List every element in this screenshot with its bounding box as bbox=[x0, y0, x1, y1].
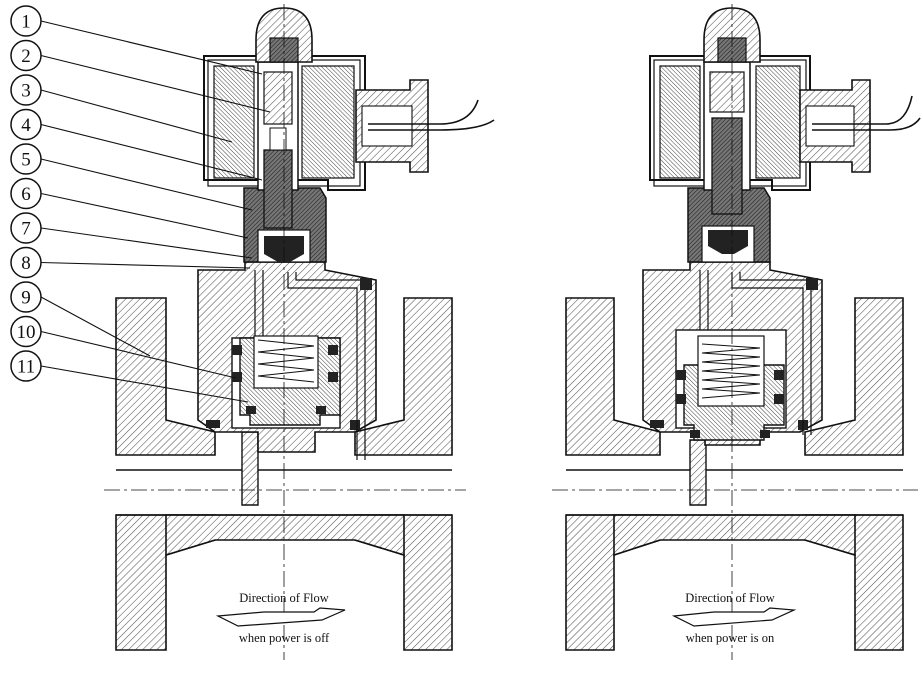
callout-number-7: 7 bbox=[21, 219, 31, 240]
callout-circle-11 bbox=[10, 350, 42, 382]
callout-number-6: 6 bbox=[21, 184, 31, 205]
callout-number-4: 4 bbox=[21, 115, 31, 136]
valve-power-off: Direction of Flow when power is off bbox=[104, 4, 495, 660]
callout-leader-7 bbox=[40, 227, 253, 259]
callout-circle-7 bbox=[10, 212, 42, 244]
callout-circle-10 bbox=[10, 315, 42, 348]
callout-number-9: 9 bbox=[21, 288, 31, 309]
callout-leader-3 bbox=[40, 89, 233, 143]
callout-number-11: 11 bbox=[17, 357, 35, 378]
callout-leader-11 bbox=[40, 365, 249, 403]
lead-wire bbox=[368, 99, 479, 125]
valve-body-base bbox=[165, 514, 405, 557]
main-spring bbox=[257, 339, 315, 383]
callout-circle-4 bbox=[10, 108, 42, 141]
callout-leader-8 bbox=[40, 261, 251, 269]
valve-power-on: Direction of Flow when power is on bbox=[552, 4, 921, 660]
callout-number-1: 1 bbox=[21, 12, 31, 33]
lead-wire bbox=[812, 95, 913, 125]
flow-state-left: when power is off bbox=[239, 631, 330, 645]
callout-leader-9 bbox=[40, 296, 151, 357]
callout-number-10: 10 bbox=[17, 322, 36, 343]
callout-leader-10 bbox=[40, 330, 237, 379]
fixed-core bbox=[263, 71, 293, 125]
coil-winding-left bbox=[213, 65, 255, 179]
pilot-seal bbox=[708, 230, 748, 254]
fixed-core bbox=[709, 71, 745, 113]
callout-leader-4 bbox=[40, 123, 263, 181]
plunger bbox=[711, 117, 743, 215]
main-spring bbox=[701, 343, 761, 399]
callout-leader-6 bbox=[40, 192, 249, 239]
callout-leader-5 bbox=[40, 158, 253, 211]
callout-circle-6 bbox=[10, 177, 42, 210]
callout-number-3: 3 bbox=[21, 81, 31, 102]
callout-number-5: 5 bbox=[21, 150, 31, 171]
callout-number-2: 2 bbox=[21, 46, 31, 67]
callout-leader-1 bbox=[40, 20, 263, 75]
valve-body-base bbox=[613, 514, 856, 557]
callout-circle-5 bbox=[10, 143, 42, 175]
flow-arrow-left bbox=[215, 607, 346, 627]
callout-circle-9 bbox=[10, 281, 42, 313]
callout-circle-3 bbox=[10, 74, 42, 106]
plunger bbox=[263, 149, 293, 229]
coil-winding-right bbox=[301, 65, 355, 179]
callout-circle-2 bbox=[10, 39, 42, 72]
coil-winding-right bbox=[755, 65, 801, 179]
callout-number-8: 8 bbox=[21, 253, 31, 274]
flow-state-right: when power is on bbox=[686, 631, 775, 645]
coil-winding-left bbox=[659, 65, 701, 179]
flow-title-left: Direction of Flow bbox=[239, 591, 329, 605]
part-callouts: 1 2 3 4 5 6 7 8 9 10 11 bbox=[10, 5, 271, 403]
flow-title-right: Direction of Flow bbox=[685, 591, 775, 605]
callout-circle-8 bbox=[10, 246, 42, 279]
flow-arrow-right bbox=[671, 607, 797, 627]
callout-leader-2 bbox=[40, 54, 271, 113]
callout-circle-1 bbox=[10, 5, 42, 37]
